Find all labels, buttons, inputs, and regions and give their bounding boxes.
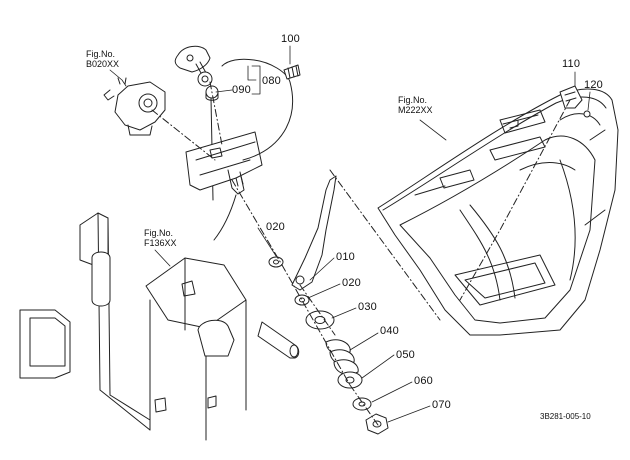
figure-ref-f136: Fig.No. F136XX	[144, 228, 177, 248]
figure-ref-b020-line1: Fig.No.	[86, 49, 116, 59]
document-id: 3B281-005-10	[540, 412, 591, 421]
dashboard-panel	[377, 88, 619, 336]
figure-ref-b020: Fig.No. B020XX	[86, 49, 119, 69]
figure-ref-m222-line2: M222XX	[398, 105, 433, 115]
callout-030: 030	[358, 301, 377, 313]
figure-ref-m222-line1: Fig.No.	[398, 95, 428, 105]
callout-100: 100	[281, 33, 300, 45]
part-100-spring	[283, 64, 301, 80]
callout-050: 050	[396, 349, 415, 361]
figure-ref-m222: Fig.No. M222XX	[398, 95, 433, 115]
part-010-lever	[291, 175, 337, 291]
lower-frame	[19, 212, 300, 441]
callout-110: 110	[562, 58, 581, 70]
callout-060: 060	[414, 375, 433, 387]
callout-070: 070	[432, 399, 451, 411]
callout-080: 080	[262, 75, 281, 87]
reference-lines	[151, 81, 571, 426]
callout-bracket-080	[251, 65, 261, 95]
callout-020-lower: 020	[342, 277, 361, 289]
figure-ref-b020-line2: B020XX	[86, 59, 120, 69]
callout-040: 040	[380, 325, 399, 337]
switch-assembly	[103, 77, 166, 136]
callout-090: 090	[232, 84, 251, 96]
leader-lines	[109, 45, 591, 423]
figure-ref-f136-line2: F136XX	[144, 238, 177, 248]
part-110-bracket	[559, 85, 591, 118]
callout-010: 010	[336, 251, 355, 263]
figure-ref-f136-line1: Fig.No.	[144, 228, 174, 238]
washer-stack	[268, 256, 389, 435]
callout-120: 120	[584, 79, 603, 91]
callout-020-upper: 020	[266, 221, 285, 233]
